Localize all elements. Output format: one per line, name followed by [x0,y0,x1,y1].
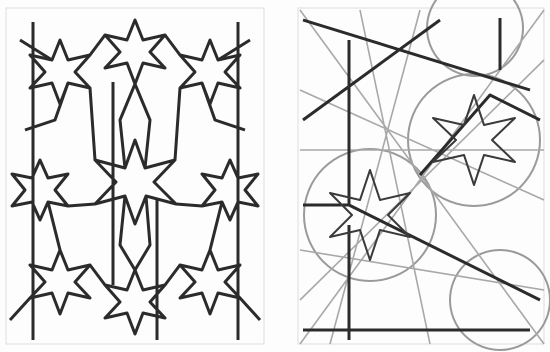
right-panel [298,0,550,350]
left-panel [6,8,264,344]
